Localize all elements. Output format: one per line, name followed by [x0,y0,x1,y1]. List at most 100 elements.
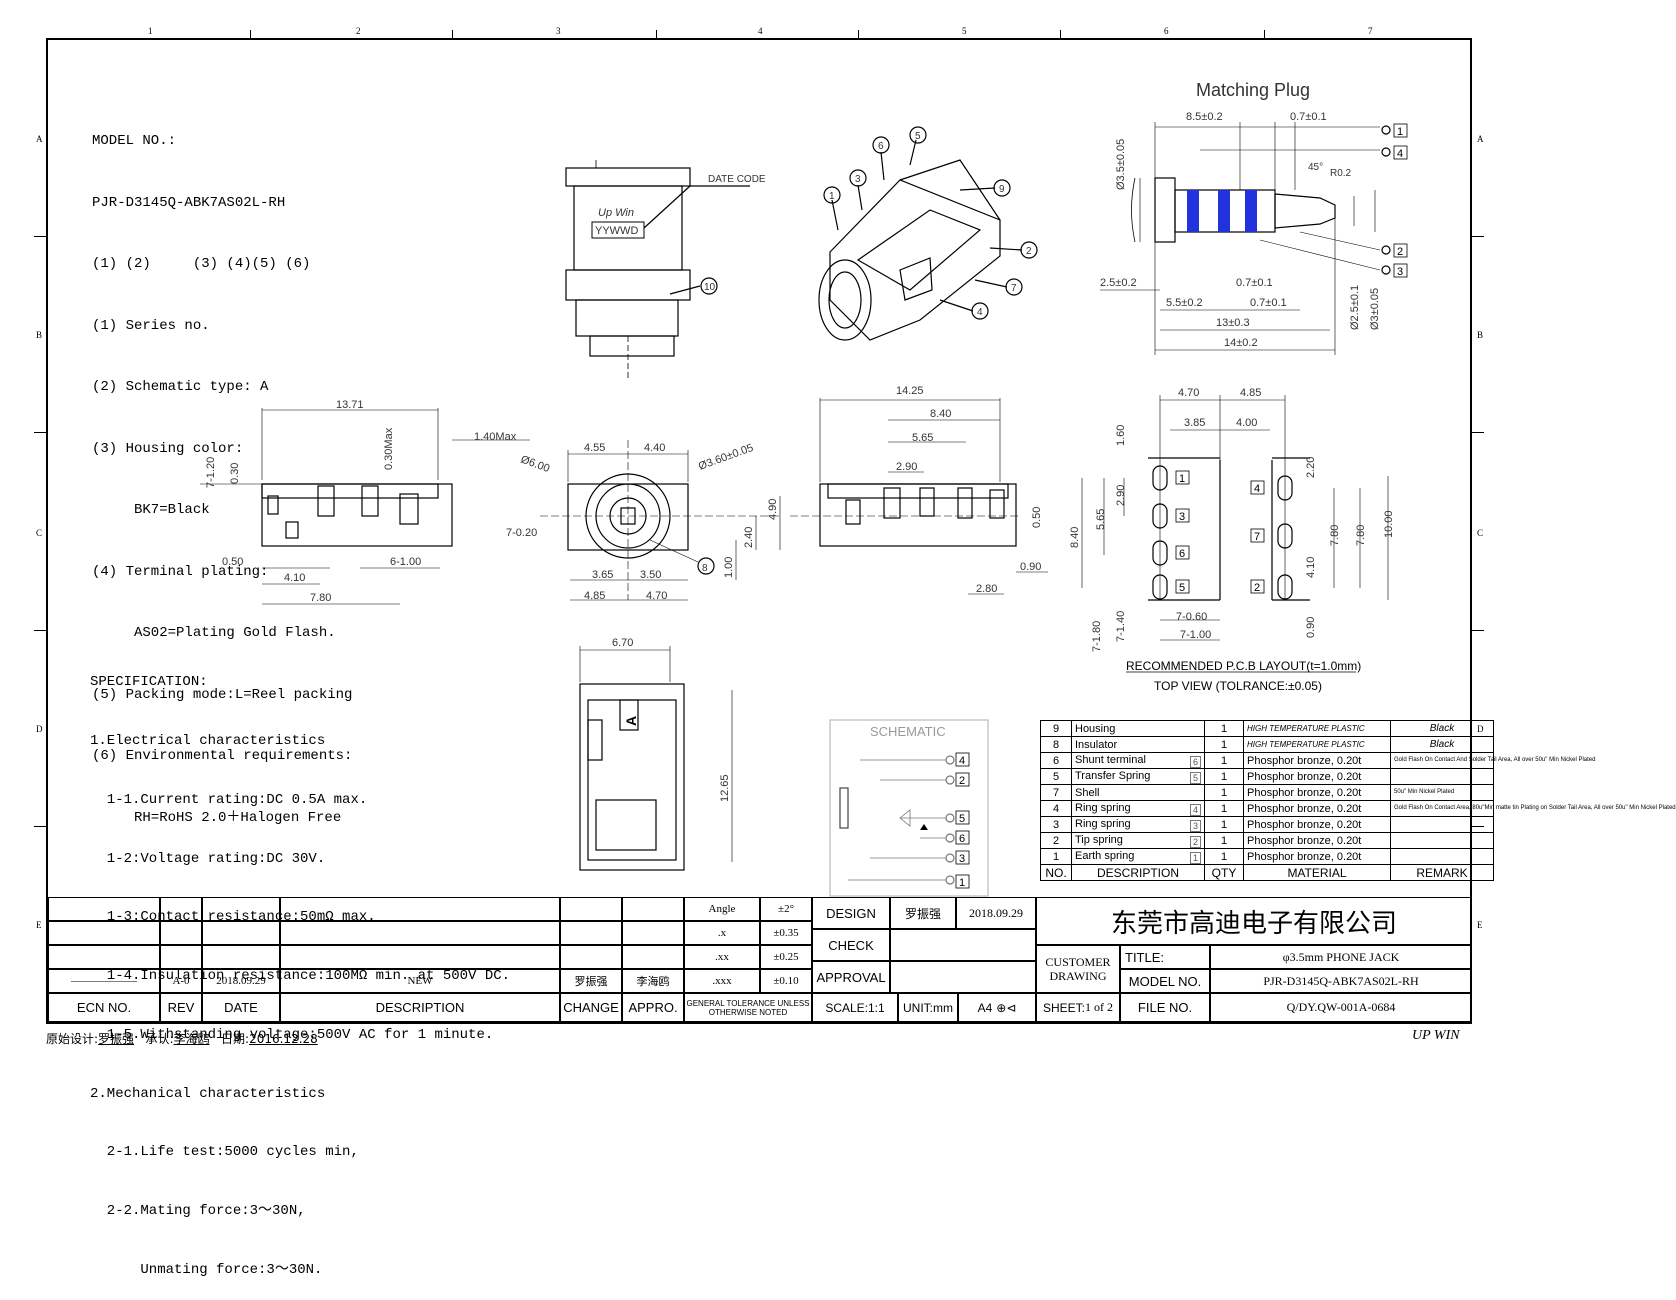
original-designer-label: 原始设计: [46,1032,99,1046]
bom-material: Phosphor bronze, 0.20t [1243,832,1391,849]
schematic-pin: 6 [955,830,970,845]
side-dim: 7.80 [310,592,331,604]
revision-empty-cell [202,921,280,945]
sheet-value: 1 of 2 [1085,1000,1113,1014]
drawing-frame [46,38,1472,1024]
svg-text:6: 6 [1179,548,1185,560]
zone-row-label: A [1477,134,1484,144]
callout-10: 10 [704,282,716,293]
tolerance-label: Angle [684,897,760,921]
side-dim: 4.10 [284,572,305,584]
bom-qty: 1 [1204,800,1244,817]
svg-text:4: 4 [959,755,965,767]
zone-col-label: 4 [758,26,763,36]
pcb-dim: 7-1.80 [1091,621,1103,652]
revision-empty-cell [48,897,160,921]
plug-callout: 4 [1393,145,1408,160]
schematic-pin: 5 [955,810,970,825]
plug-callout: 1 [1393,123,1408,138]
revision-empty-cell [280,921,560,945]
zone-tick [656,30,657,38]
rear-dim: 2.90 [896,461,917,473]
brand-mark: Up Win [598,207,634,219]
bom-header-cell: DESCRIPTION [1071,864,1205,881]
pcb-dim: 10.00 [1383,510,1395,538]
front-dim: 7-0.20 [506,527,537,539]
svg-text:3: 3 [1397,266,1403,278]
pcb-dim: 7-1.00 [1180,629,1211,641]
rear-dim: 5.65 [912,432,933,444]
revision-empty-cell [160,897,202,921]
paper-cell: A4⊕⊲ [958,993,1036,1022]
model-heading: MODEL NO.: [92,133,177,149]
revision-empty-cell [160,945,202,969]
svg-text:6: 6 [959,833,965,845]
zone-row-label: B [36,330,43,340]
footer-brand: UP WIN [1412,1028,1460,1043]
revision-empty-cell [280,945,560,969]
bom-qty: 1 [1204,736,1244,753]
spec-heading: SPECIFICATION: [90,674,208,691]
bom-no: 1 [1040,848,1072,865]
bom-qty: 1 [1204,768,1244,785]
plug-dim: 0.7±0.1 [1250,297,1287,309]
date-code-label: DATE CODE [708,174,766,185]
revision-header: APPRO. [622,993,684,1022]
revision-empty-cell [622,897,684,921]
front-dim: 4.70 [646,590,667,602]
zone-col-label: 1 [148,26,153,36]
revision-header: REV [160,993,202,1022]
model-item: BK7=Black [92,502,210,518]
plug-dim: 13±0.3 [1216,317,1250,329]
plug-dim: 2.5±0.2 [1100,277,1137,289]
front-dim: 4.40 [644,442,665,454]
side-dim: 0.50 [222,556,243,568]
spec-line: Unmating force:3～30N. [90,1262,323,1278]
zone-tick [34,826,46,827]
bom-description: Insulator [1071,736,1205,753]
plug-dim: 45° [1308,162,1323,173]
tolerance-value: ±0.35 [760,921,812,945]
revision-date: 2018.09.29 [202,969,280,993]
specification-block: SPECIFICATION: 1.Electrical characterist… [90,634,510,1300]
iso-callout: 5 [915,131,921,142]
pcb-dim: 7-0.60 [1176,611,1207,623]
side-dim: 7-1.20 [205,457,217,488]
plug-dim: 0.7±0.1 [1236,277,1273,289]
sheet-label: SHEET: [1042,1000,1085,1015]
zone-tick [1472,236,1484,237]
bom-no: 8 [1040,736,1072,753]
plug-dim: 0.7±0.1 [1290,111,1327,123]
plug-dim: 8.5±0.2 [1186,111,1223,123]
title-label: TITLE: [1120,945,1210,969]
pcb-dim: 4.85 [1240,387,1261,399]
svg-text:5: 5 [1179,582,1185,594]
pcb-caption: RECOMMENDED P.C.B LAYOUT(t=1.0mm) [1126,659,1361,673]
svg-text:7: 7 [1254,531,1260,543]
bom-qty: 1 [1204,832,1244,849]
bottom-dim: 6.70 [612,637,633,649]
bom-qty: 1 [1204,720,1244,737]
revision-empty-cell [48,921,160,945]
revision-empty-cell [48,945,160,969]
bom-header-cell: REMARK [1390,864,1494,881]
bom-header-cell: QTY [1204,864,1244,881]
pcb-pad-label: 5 [1175,579,1190,594]
zone-row-label: C [36,528,43,538]
front-dim: 4.85 [584,590,605,602]
zone-tick [34,630,46,631]
svg-text:2: 2 [1254,582,1260,594]
spec-line: 1-2:Voltage rating:DC 30V. [90,850,326,867]
revision-empty-cell [202,897,280,921]
model-block: MODEL NO.: PJR-D3145Q-ABK7AS02L-RH (1) (… [92,90,352,849]
bom-remark [1390,832,1494,849]
top-view [565,160,750,380]
design-name: 罗振强 [890,897,956,929]
bom-material: Phosphor bronze, 0.20t [1243,816,1391,833]
